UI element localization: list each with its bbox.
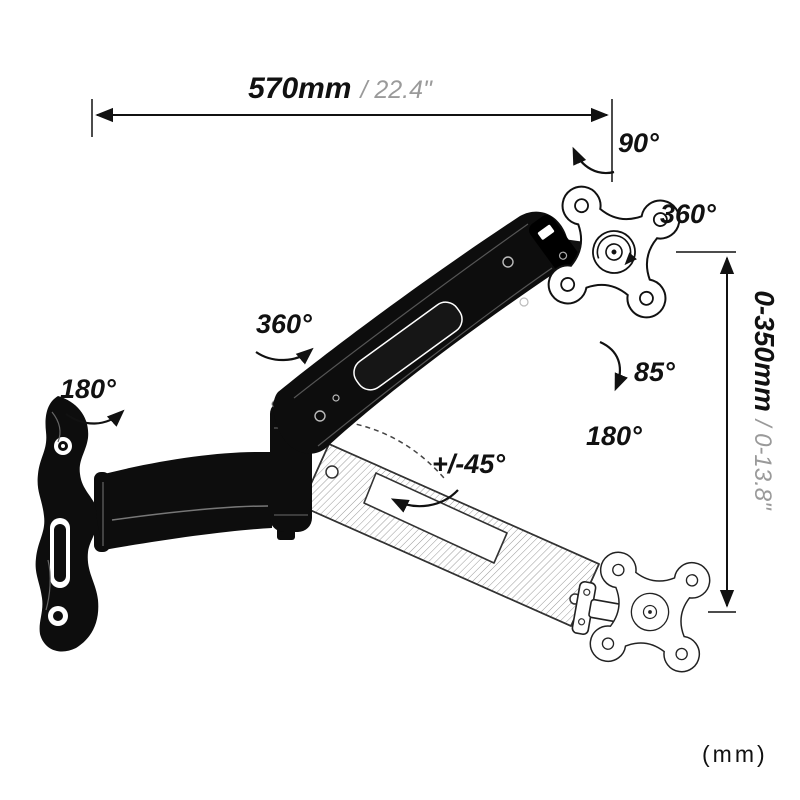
- swivel-top-arrow: [572, 146, 615, 175]
- height-dimension-label: 0-350mm/ 0-13.8": [749, 290, 780, 511]
- lower-arm: [94, 452, 295, 552]
- motion-path-dashed-arc: [329, 419, 445, 479]
- width-dimension-label: 570mm/ 22.4": [248, 72, 433, 105]
- gas-spring-window: [353, 301, 463, 391]
- monitor-swivel-label: 180°: [586, 421, 642, 451]
- spring-tilt-arrow: [390, 489, 459, 513]
- vesa-plate-bottom-ghost: [587, 549, 713, 675]
- unit-note: (mm): [702, 741, 768, 767]
- ghost-arm-lowered-position: [300, 443, 628, 636]
- spring-tilt-label: +/-45°: [432, 449, 505, 479]
- swivel-top-label: 90°: [618, 128, 659, 158]
- arm-rotation-label: 360°: [256, 309, 312, 339]
- tilt-label: 85°: [634, 357, 675, 387]
- width-dimension: 570mm/ 22.4": [91, 72, 613, 182]
- vesa-rotation-label: 360°: [660, 199, 716, 229]
- vesa-plate-top: [544, 182, 684, 322]
- wall-swivel-label: 180°: [60, 374, 116, 404]
- vesa-rotation-arrow: [596, 234, 637, 266]
- tilt-arrow: [599, 340, 628, 392]
- arm-rotation-arrow: [255, 347, 314, 365]
- height-dimension: 0-350mm/ 0-13.8": [676, 251, 780, 613]
- wall-bracket: [35, 396, 99, 652]
- gas-spring-arm: [273, 211, 569, 454]
- wall-swivel-arrow: [65, 409, 125, 427]
